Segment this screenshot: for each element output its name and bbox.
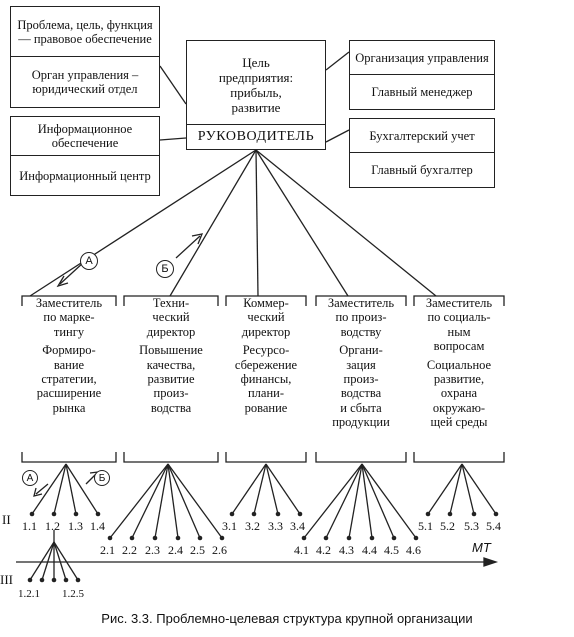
node-label: 1.2.5 [62,588,84,600]
column-title: Коммер- ческий директор [241,296,291,339]
column-technical: Техни- ческий директор Повышение качеств… [124,296,218,415]
management-box-organ: Главный менеджер [371,85,473,99]
circle-label-b: Б [156,260,174,278]
column-title: Заместитель по марке- тингу [35,296,103,339]
column-function: Повышение качества, развитие произ- водс… [139,343,203,415]
node-label: 1.2.1 [18,588,40,600]
management-box: Организация управления Главный менеджер [349,40,495,110]
column-function: Формиро- вание стратегии, расширение рын… [36,343,102,415]
node-label: 4.4 [362,543,377,557]
column-function: Ресурсо- сбережение финансы, плани- рова… [234,343,298,415]
column-production: Заместитель по произ- водству Органи- за… [316,296,406,430]
node-label: 4.1 [294,543,309,557]
accounting-box: Бухгалтерский учет Главный бухгалтер [349,118,495,188]
circle-label-a-small: А [22,470,38,486]
column-function: Органи- зация произ- водства и сбыта про… [332,343,390,430]
column-marketing: Заместитель по марке- тингу Формиро- ван… [22,296,116,415]
node-label: 1.2 [45,519,60,533]
circle-label-b-small: Б [94,470,110,486]
enterprise-goal: Цель предприятия: прибыль, развитие [218,55,294,115]
node-label: 2.5 [190,543,205,557]
accounting-box-function: Бухгалтерский учет [350,119,494,153]
info-box: Информационное обеспечение Информационны… [10,116,160,196]
axis-label-mt: МТ [472,540,491,555]
node-label: 2.2 [122,543,137,557]
column-commercial: Коммер- ческий директор Ресурсо- сбереже… [226,296,306,415]
level-label-iii: III [0,572,13,587]
legal-box: Проблема, цель, функция — правовое обесп… [10,6,160,108]
director-label: РУКОВОДИТЕЛЬ [187,124,325,149]
column-function: Социальное развитие, охрана окружаю- щей… [426,357,492,430]
node-label: 5.2 [440,519,455,533]
column-title: Техни- ческий директор [146,296,196,339]
column-title: Заместитель по произ- водству [327,296,395,339]
node-label: 4.6 [406,543,421,557]
info-box-organ: Информационный центр [19,168,151,183]
column-social: Заместитель по социаль- ным вопросам Соц… [414,296,504,430]
legal-box-organ: Орган управления – юридический отдел [31,68,139,96]
node-label: 2.1 [100,543,115,557]
circle-label-a: А [80,252,98,270]
node-label: 3.2 [245,519,260,533]
node-label: 4.2 [316,543,331,557]
node-label: 2.4 [168,543,183,557]
node-label: 1.4 [90,519,105,533]
node-label: 1.1 [22,519,37,533]
node-label: 3.4 [290,519,305,533]
node-label: 5.1 [418,519,433,533]
node-label: 2.3 [145,543,160,557]
node-label: 5.3 [464,519,479,533]
node-label: 5.4 [486,519,501,533]
management-box-function: Организация управления [350,41,494,75]
node-label: 4.3 [339,543,354,557]
figure-caption: Рис. 3.3. Проблемно-целевая структура кр… [101,611,473,626]
level-label-ii: II [2,512,11,527]
accounting-box-organ: Главный бухгалтер [371,163,473,177]
node-label: 2.6 [212,543,227,557]
node-label: 1.3 [68,519,83,533]
column-title: Заместитель по социаль- ным вопросам [425,296,493,354]
legal-box-function: Проблема, цель, функция — правовое обесп… [11,7,159,57]
node-label: 3.1 [222,519,237,533]
central-box: Цель предприятия: прибыль, развитие РУКО… [186,40,326,150]
node-label: 4.5 [384,543,399,557]
info-box-function: Информационное обеспечение [11,117,159,156]
node-label: 3.3 [268,519,283,533]
